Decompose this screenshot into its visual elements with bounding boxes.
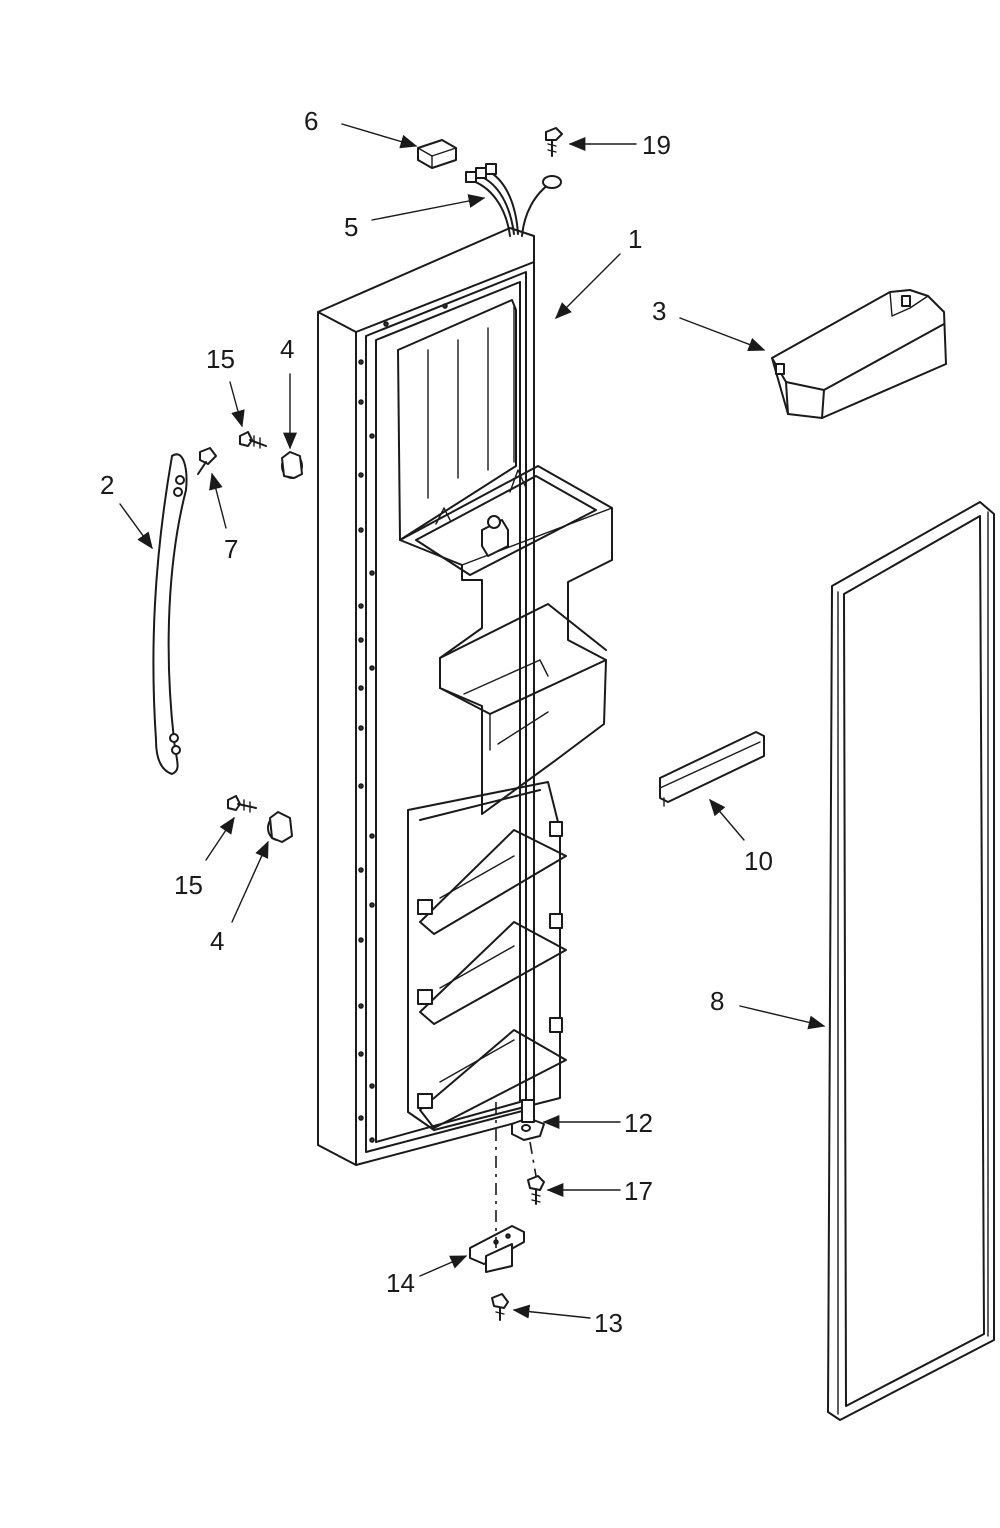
callout-2: 2 <box>100 470 114 500</box>
door-bin <box>771 289 947 419</box>
hinge-bracket-14 <box>469 1225 525 1273</box>
leader-1 <box>555 253 621 319</box>
callout-8: 8 <box>710 986 724 1016</box>
callout-12: 12 <box>624 1108 653 1138</box>
callout-7: 7 <box>224 534 238 564</box>
callout-13: 13 <box>594 1308 623 1338</box>
leader-15-upper <box>229 381 245 428</box>
spacer-4-lower <box>267 811 293 843</box>
leader-8 <box>739 1005 826 1030</box>
leader-5 <box>371 194 486 221</box>
door-handle <box>152 453 188 775</box>
wire-harness <box>465 163 562 237</box>
callout-5: 5 <box>344 212 358 242</box>
callout-19: 19 <box>642 130 671 160</box>
door-panel <box>317 227 613 1166</box>
callout-4: 4 <box>280 334 294 364</box>
connector-part <box>417 139 457 169</box>
leader-7 <box>209 472 227 529</box>
callout-3: 3 <box>652 296 666 326</box>
screw-17 <box>527 1175 545 1205</box>
screw-7 <box>197 447 217 475</box>
callout-17: 17 <box>624 1176 653 1206</box>
trim-strip <box>659 731 765 807</box>
leader-6 <box>341 123 418 149</box>
callout-4-lower: 4 <box>210 926 224 956</box>
leader-10 <box>709 798 745 841</box>
callout-15-lower: 15 <box>174 870 203 900</box>
leader-13 <box>512 1304 591 1319</box>
screw-15-lower <box>227 795 257 813</box>
screw-19 <box>545 127 563 157</box>
leader-lines <box>119 123 826 1319</box>
leader-14 <box>419 1255 468 1277</box>
leader-4-lower <box>231 840 269 923</box>
callout-15: 15 <box>206 344 235 374</box>
leader-2 <box>119 503 153 550</box>
callout-1: 1 <box>628 224 642 254</box>
screw-13 <box>491 1293 509 1321</box>
callout-10: 10 <box>744 846 773 876</box>
callout-6: 6 <box>304 106 318 136</box>
door-rail-holes <box>358 303 448 1143</box>
spacer-4-upper <box>281 451 303 479</box>
leader-15-lower <box>205 816 235 861</box>
hinge-pin-12 <box>511 1099 545 1141</box>
leader-3 <box>679 317 766 352</box>
screw-15-upper <box>239 431 267 449</box>
screw-17-alignment-line <box>529 1141 537 1177</box>
door-gasket <box>827 501 995 1421</box>
callout-14: 14 <box>386 1268 415 1298</box>
callout-labels: 6 19 5 1 3 15 4 2 7 15 4 10 8 12 17 14 1… <box>100 106 773 1338</box>
